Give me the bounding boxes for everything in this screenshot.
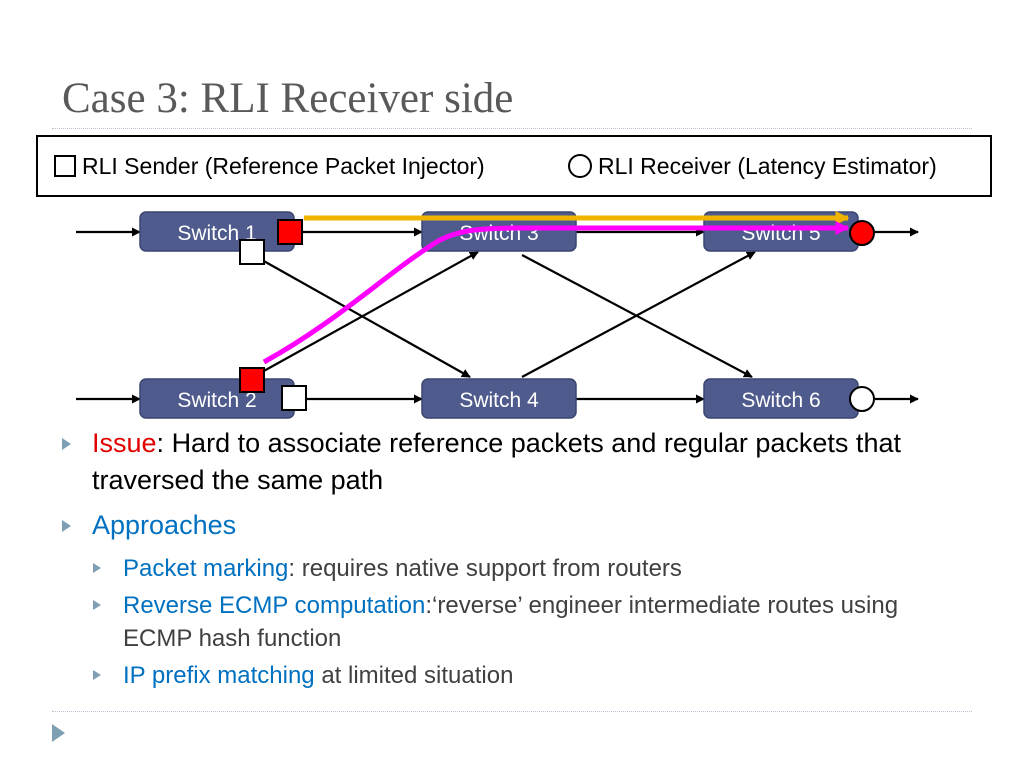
bullet-arrow-icon bbox=[93, 600, 101, 610]
legend-receiver: RLI Receiver (Latency Estimator) bbox=[568, 153, 937, 180]
footer-divider bbox=[52, 711, 972, 712]
legend-sender: RLI Sender (Reference Packet Injector) bbox=[54, 153, 485, 180]
packet-marking-label: Packet marking bbox=[123, 555, 289, 582]
legend-box: RLI Sender (Reference Packet Injector) R… bbox=[36, 135, 992, 197]
sender-switch-1 bbox=[239, 239, 265, 265]
switch-1-label: Switch 1 bbox=[177, 222, 256, 245]
legend-receiver-label: RLI Receiver (Latency Estimator) bbox=[598, 153, 937, 179]
slide-title: Case 3: RLI Receiver side bbox=[62, 75, 514, 122]
switch-3-label: Switch 3 bbox=[459, 222, 538, 245]
links bbox=[76, 227, 919, 404]
bullet-arrow-icon bbox=[62, 438, 71, 450]
bullet-arrow-icon bbox=[93, 670, 101, 680]
reverse-ecmp-text: :‘reverse’ engineer intermediate routes … bbox=[123, 592, 899, 652]
bullet-issue: Issue: Hard to associate reference packe… bbox=[62, 425, 962, 499]
bullet-list: Issue: Hard to associate reference packe… bbox=[62, 425, 962, 696]
packet-marking-text: : requires native support from routers bbox=[288, 555, 682, 582]
switch-6: Switch 6 bbox=[703, 378, 859, 419]
sender-switch-2 bbox=[281, 385, 307, 411]
receiver-marked-switch-5 bbox=[849, 220, 875, 246]
sender-marked-switch-2 bbox=[239, 367, 265, 393]
sender-marked-switch-1 bbox=[277, 219, 303, 245]
switch-5-label: Switch 5 bbox=[741, 222, 820, 245]
issue-label: Issue bbox=[92, 428, 157, 458]
bullet-approaches: Approaches bbox=[62, 507, 962, 544]
switch-4: Switch 4 bbox=[421, 378, 577, 419]
ip-prefix-text: at limited situation bbox=[314, 662, 514, 689]
bullet-arrow-icon bbox=[62, 520, 71, 532]
title-divider bbox=[52, 128, 972, 129]
link-s2-s3 bbox=[261, 251, 479, 373]
sub-bullet-packet-marking: Packet marking: requires native support … bbox=[93, 552, 962, 585]
receiver-switch-6 bbox=[849, 386, 875, 412]
ip-prefix-label: IP prefix matching bbox=[123, 662, 315, 689]
switch-6-label: Switch 6 bbox=[741, 389, 820, 412]
sub-bullet-reverse-ecmp: Reverse ECMP computation:‘reverse’ engin… bbox=[93, 589, 962, 655]
link-s4-s5 bbox=[521, 251, 756, 378]
corner-triangle-icon bbox=[52, 724, 65, 742]
switch-1: Switch 1 bbox=[139, 211, 295, 252]
switch-2: Switch 2 bbox=[139, 378, 295, 419]
switch-4-label: Switch 4 bbox=[459, 389, 539, 412]
link-s1-s4 bbox=[261, 259, 471, 378]
sub-bullet-ip-prefix: IP prefix matching at limited situation bbox=[93, 659, 962, 692]
issue-text: Hard to associate reference packets and … bbox=[92, 428, 901, 495]
reverse-ecmp-label: Reverse ECMP computation bbox=[123, 592, 426, 619]
magenta-path bbox=[262, 221, 850, 365]
issue-sep: : bbox=[156, 428, 172, 458]
circle-icon bbox=[568, 154, 592, 178]
approaches-label: Approaches bbox=[92, 510, 237, 540]
switch-2-label: Switch 2 bbox=[177, 389, 256, 412]
bullet-arrow-icon bbox=[93, 563, 101, 573]
legend-sender-label: RLI Sender (Reference Packet Injector) bbox=[82, 153, 485, 179]
square-icon bbox=[54, 155, 76, 177]
